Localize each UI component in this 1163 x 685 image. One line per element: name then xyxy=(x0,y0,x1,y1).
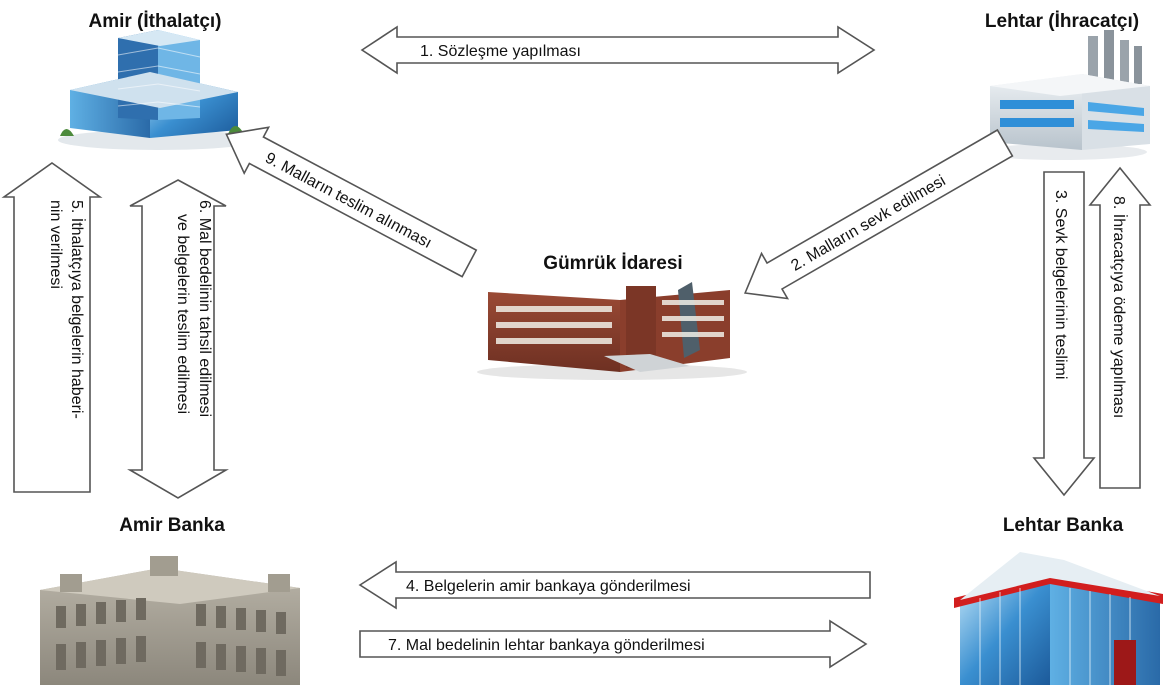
step-5-label-line1: 5. İthalatçıya belgelerin haberi- xyxy=(68,200,87,419)
step-6-label-line1: 6. Mal bedelinin tahsil edilmesi xyxy=(196,200,213,417)
modern-bank-building-icon xyxy=(954,552,1163,685)
step-9-label: 9. Malların teslim alınması xyxy=(262,150,434,252)
beneficiary-bank-title: Lehtar Banka xyxy=(1003,515,1124,536)
step-4-label: 4. Belgelerin amir bankaya gönderilmesi xyxy=(406,578,691,595)
step-3-shipping-docs-arrow: 3. Sevk belgelerinin teslimi xyxy=(1032,171,1096,497)
step-2-label: 2. Malların sevk edilmesi xyxy=(788,172,948,274)
step-1-contract-arrow: 1. Sözleşme yapılması xyxy=(360,25,876,75)
step-8-label: 8. İhracatçıya ödeme yapılması xyxy=(1110,196,1129,418)
step-6-label-line2: ve belgelerin teslim edilmesi xyxy=(174,214,191,414)
exporter-title: Lehtar (İhracatçı) xyxy=(985,11,1139,32)
factory-icon xyxy=(977,30,1150,160)
step-4-documents-arrow: 4. Belgelerin amir bankaya gönderilmesi xyxy=(358,560,871,610)
step-5-label-line2: nin verilmesi xyxy=(47,200,64,289)
issuing-bank-title: Amir Banka xyxy=(119,515,225,536)
step-1-label: 1. Sözleşme yapılması xyxy=(420,43,581,60)
step-8-payment-arrow: 8. İhracatçıya ödeme yapılması xyxy=(1088,166,1152,489)
step-3-label: 3. Sevk belgelerinin teslimi xyxy=(1052,190,1069,379)
classic-bank-building-icon xyxy=(40,556,300,685)
step-2-shipment-arrow: 2. Malların sevk edilmesi xyxy=(743,128,1014,300)
customs-title: Gümrük İdaresi xyxy=(543,253,682,274)
step-7-label: 7. Mal bedelinin lehtar bankaya gönderil… xyxy=(388,637,705,654)
importer-title: Amir (İthalatçı) xyxy=(88,11,221,32)
step-9-receipt-arrow: 9. Malların teslim alınması xyxy=(225,126,478,278)
step-7-payment-arrow: 7. Mal bedelinin lehtar bankaya gönderil… xyxy=(359,619,868,669)
customs-building-icon xyxy=(477,282,747,380)
step-5-notification-arrow: 5. İthalatçıya belgelerin haberi- nin ve… xyxy=(1,162,103,493)
office-building-icon xyxy=(58,30,258,150)
step-6-collection-arrow: 6. Mal bedelinin tahsil edilmesi ve belg… xyxy=(127,179,229,499)
